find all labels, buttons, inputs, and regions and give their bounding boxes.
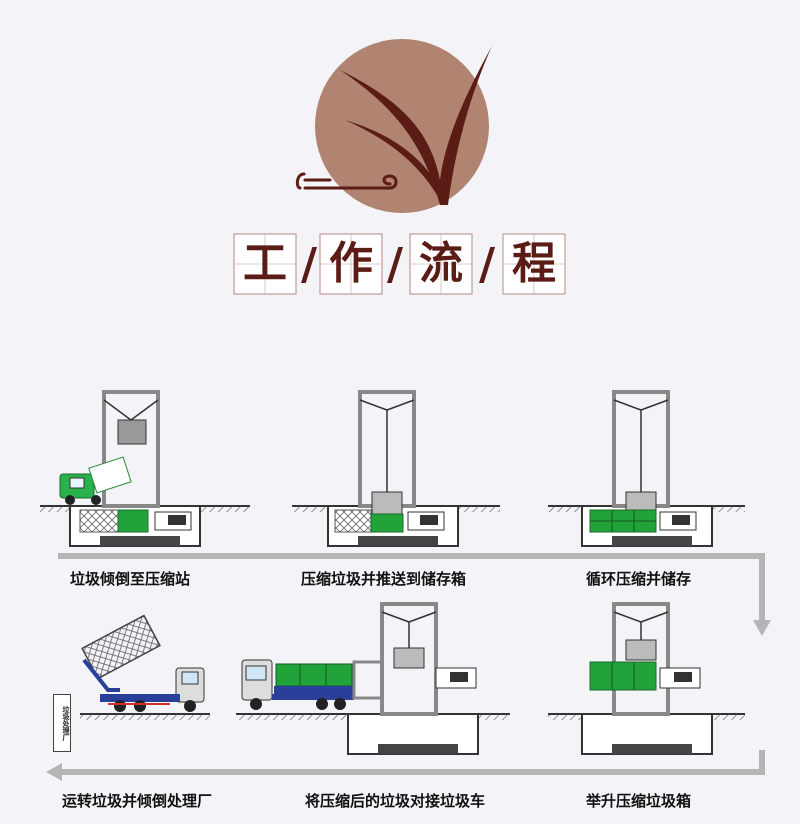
page-title: 工 / 作 / 流 / 程: [232, 232, 568, 296]
title-grid: [233, 233, 566, 295]
step-label-2: 压缩垃圾并推送到储存箱: [301, 570, 467, 588]
garbage-container: [275, 663, 353, 687]
station-step-1: [40, 390, 250, 547]
title-separator: /: [386, 239, 404, 290]
logo: [295, 39, 492, 213]
facility-sign: 垃圾处理厂: [53, 694, 71, 752]
station-step-3: [548, 390, 745, 547]
title-char: 作: [329, 238, 373, 289]
step-label-4: 举升压缩垃圾箱: [586, 792, 692, 810]
step-label-6: 运转垃圾并倾倒处理厂: [62, 792, 213, 810]
step-label-5: 将压缩后的垃圾对接垃圾车: [305, 792, 486, 810]
logo-wave: [295, 172, 398, 190]
title-char: 流: [419, 238, 463, 289]
title-char: 工: [243, 238, 287, 289]
step-label-1: 垃圾倾倒至压缩站: [70, 570, 191, 588]
title-separator: /: [478, 239, 496, 290]
station-step-5: [236, 602, 510, 755]
station-step-6: [80, 614, 210, 720]
title-char: 程: [512, 238, 556, 289]
flow-arrow: [46, 553, 771, 781]
station-step-4: [548, 602, 745, 755]
garbage-container: [81, 614, 161, 680]
station-step-2: [292, 390, 500, 547]
step-label-3: 循环压缩并储存: [586, 570, 692, 588]
title-separator: /: [300, 239, 318, 290]
logo-leaf: [340, 46, 492, 205]
